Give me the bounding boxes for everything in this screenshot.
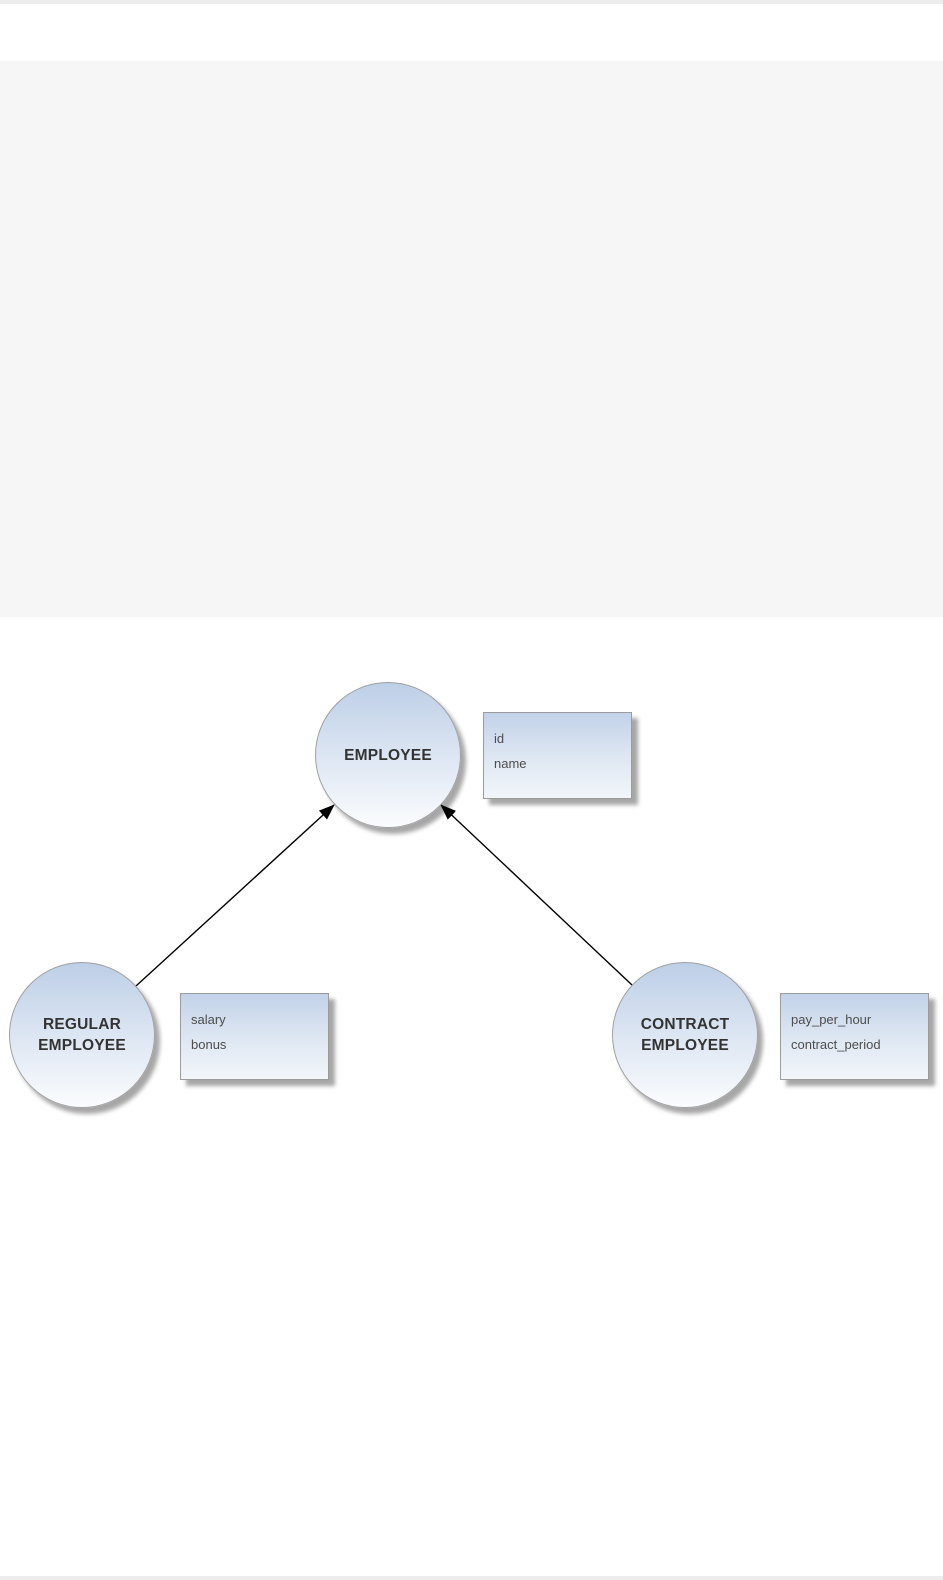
entity-label: CONTRACT EMPLOYEE [640, 1016, 730, 1054]
attribute-item: contract_period [791, 1037, 881, 1052]
attribute-box-regular-employee: salary bonus [180, 993, 329, 1080]
attribute-item: id [494, 731, 505, 746]
bottom-divider-strip [0, 1576, 943, 1580]
attribute-box-contract-employee: pay_per_hour contract_period [780, 993, 929, 1080]
attribute-item: bonus [191, 1037, 227, 1052]
inheritance-arrow-regular-to-employee [135, 804, 335, 987]
attribute-item: salary [191, 1012, 226, 1027]
inheritance-arrow-contract-to-employee [440, 804, 633, 986]
attribute-item: pay_per_hour [791, 1012, 872, 1027]
entity-node-contract-employee: CONTRACT EMPLOYEE [612, 962, 758, 1108]
attribute-box-employee: id name [483, 712, 632, 799]
top-divider-strip [0, 0, 943, 4]
entity-node-employee: EMPLOYEE [315, 682, 461, 828]
entity-label: EMPLOYEE [344, 746, 432, 764]
attribute-item: name [494, 756, 527, 771]
empty-gray-panel [0, 61, 943, 617]
entity-node-regular-employee: REGULAR EMPLOYEE [9, 962, 155, 1108]
entity-label: REGULAR EMPLOYEE [38, 1016, 126, 1054]
